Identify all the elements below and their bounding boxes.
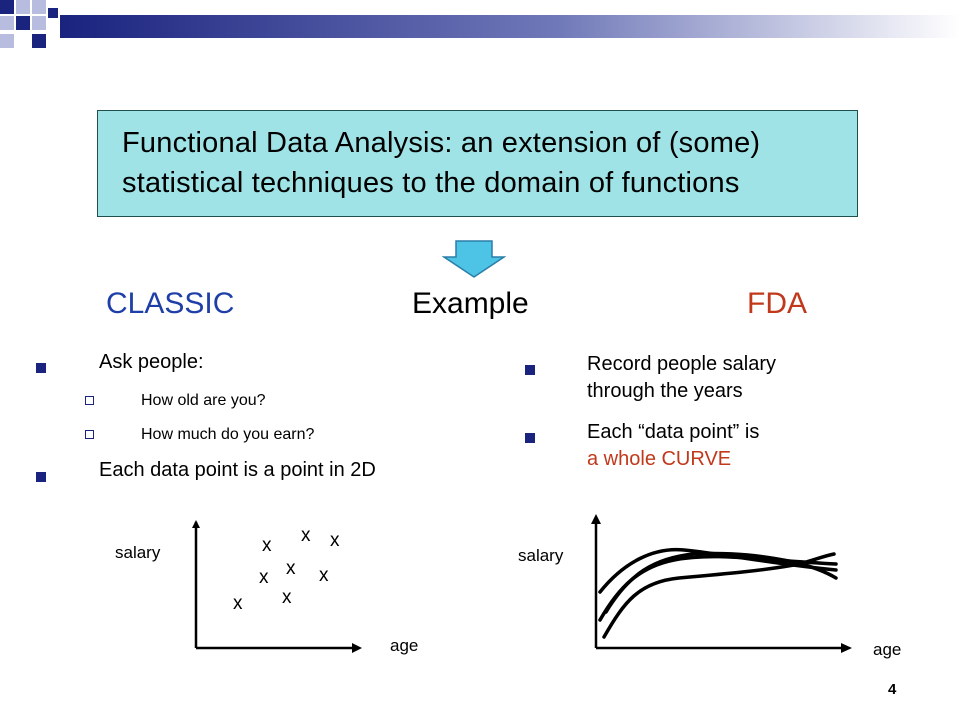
scatter-point: x — [233, 593, 243, 614]
right-bullet-2-line-1: Each “data point” is — [587, 421, 760, 443]
salary-curve — [602, 552, 836, 639]
deco-square — [32, 16, 46, 30]
deco-square — [16, 0, 30, 14]
deco-square — [0, 0, 14, 14]
scatter-point: x — [282, 587, 292, 608]
right-bullet-2-line-2: a whole CURVE — [587, 448, 732, 470]
title-line-2: statistical techniques to the domain of … — [122, 167, 740, 199]
left-sub-bullet-2: How much do you earn? — [141, 426, 315, 443]
scatter-axes — [192, 520, 362, 653]
bullet-icon — [525, 365, 535, 375]
scatter-point: x — [259, 567, 269, 588]
heading-classic: CLASSIC — [106, 287, 235, 320]
deco-square — [48, 8, 58, 18]
bullet-icon — [36, 363, 46, 373]
heading-fda: FDA — [747, 287, 807, 320]
left-bullet-2: Each data point is a point in 2D — [99, 459, 376, 481]
deco-square — [16, 16, 30, 30]
header-decoration — [0, 0, 960, 48]
right-plot-xlabel: age — [873, 640, 902, 659]
scatter-point: x — [319, 565, 329, 586]
bullet-icon — [36, 472, 46, 482]
scatter-point: x — [301, 525, 311, 546]
left-bullet-1: Ask people: — [99, 351, 204, 373]
sub-bullet-icon — [85, 396, 94, 405]
right-bullet-1-line-2: through the years — [587, 380, 743, 402]
sub-bullet-icon — [85, 430, 94, 439]
down-arrow-icon — [442, 240, 506, 278]
left-plot-ylabel: salary — [115, 543, 161, 562]
bullet-icon — [525, 433, 535, 443]
deco-square — [32, 34, 46, 48]
left-plot-xlabel: age — [390, 636, 419, 655]
right-bullet-1-line-1: Record people salary — [587, 353, 776, 375]
scatter-point: x — [330, 530, 340, 551]
salary-curve — [598, 547, 838, 594]
header-gradient-bar — [60, 15, 960, 38]
deco-square — [0, 34, 14, 48]
deco-square — [0, 16, 14, 30]
title-line-1: Functional Data Analysis: an extension o… — [122, 127, 761, 159]
scatter-point: x — [286, 558, 296, 579]
right-plot-ylabel: salary — [518, 546, 564, 565]
title-box: Functional Data Analysis: an extension o… — [97, 110, 858, 217]
page-number: 4 — [888, 681, 897, 698]
scatter-point: x — [262, 535, 272, 556]
salary-curve — [604, 551, 838, 614]
heading-example: Example — [412, 287, 529, 320]
curves-axes — [591, 514, 852, 653]
left-sub-bullet-1: How old are you? — [141, 392, 266, 409]
deco-square — [32, 0, 46, 14]
